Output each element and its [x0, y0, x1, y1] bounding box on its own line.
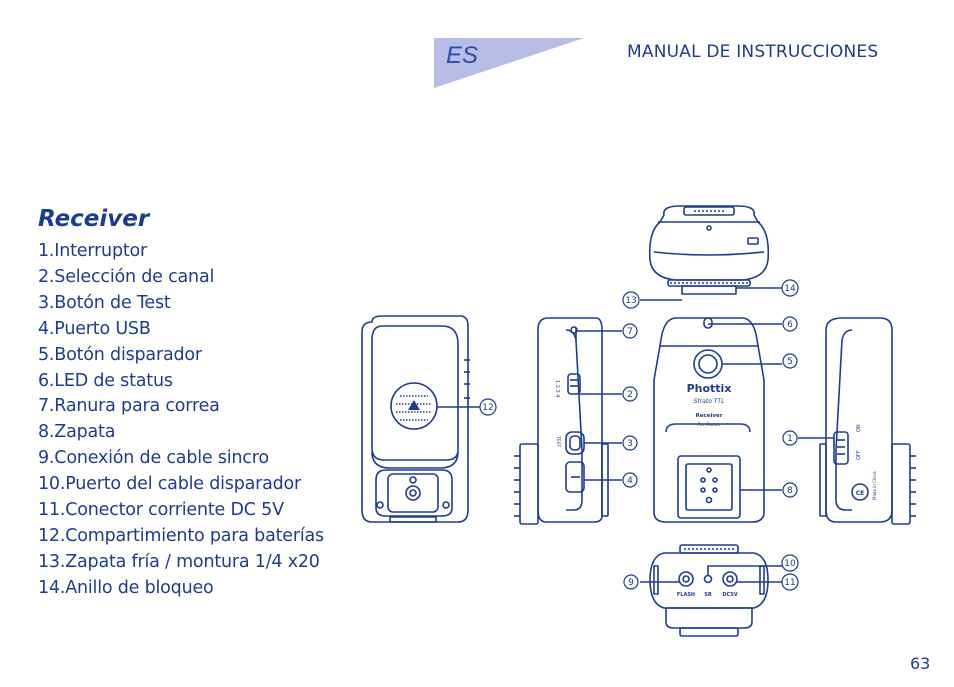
callout-11-label: 11: [784, 578, 795, 588]
callout-5-label: 5: [787, 357, 793, 367]
part-item: 11.Conector corriente DC 5V: [38, 500, 284, 521]
part-item: 4.Puerto USB: [38, 318, 151, 339]
part-item: 5.Botón disparador: [38, 344, 202, 365]
callout-13: 13: [622, 291, 640, 309]
port-sr-label: SR: [704, 592, 712, 598]
manual-title: MANUAL DE INSTRUCCIONES: [627, 42, 879, 62]
callout-9: 9: [623, 574, 639, 590]
part-item: 8.Zapata: [38, 422, 116, 443]
callout-14: 14: [781, 279, 799, 297]
ce-mark: CE: [856, 490, 865, 497]
callout-3-label: 3: [627, 439, 633, 449]
callout-5: 5: [782, 353, 798, 369]
callout-8: 8: [782, 482, 798, 498]
device-brand: Phottix: [687, 382, 732, 395]
callout-9-label: 9: [628, 578, 634, 588]
callout-2-label: 2: [627, 390, 633, 400]
callout-2: 2: [622, 386, 638, 402]
callout-3: 3: [622, 435, 638, 451]
device-printing: Phottix Strato TTL Receiver For Canon 1 …: [554, 380, 877, 598]
device-type-label: Receiver: [696, 413, 723, 419]
bottom-view: [640, 544, 782, 637]
callout-1-label: 1: [787, 434, 793, 444]
callout-6: 6: [782, 316, 798, 332]
part-item: 14.Anillo de bloqueo: [38, 577, 214, 598]
part-item: 12.Compartimiento para baterías: [38, 525, 324, 546]
callout-4-label: 4: [627, 476, 633, 486]
part-item: 10.Puerto del cable disparador: [38, 474, 302, 495]
callout-1: 1: [782, 430, 798, 446]
callout-13-label: 13: [625, 296, 636, 306]
callout-14-label: 14: [784, 284, 796, 294]
switch-off-label: OFF: [856, 450, 862, 460]
port-dc-label: DC5V: [722, 592, 737, 598]
part-item: 6.LED de status: [38, 370, 173, 391]
language-tab: ES: [434, 38, 584, 88]
device-mount-label: For Canon: [698, 422, 721, 428]
parts-list: 1.Interruptor 2.Selección de canal 3.Bot…: [38, 239, 324, 602]
callout-10-label: 10: [784, 559, 796, 569]
part-item: 3.Botón de Test: [38, 292, 171, 313]
back-view: [361, 315, 480, 523]
callouts: 1 2 3 4 5 6 7 8 9 10 11 12 13 14: [479, 279, 799, 591]
page-number: 63: [910, 654, 931, 673]
callout-10: 10: [781, 554, 799, 572]
callout-12-label: 12: [482, 403, 493, 413]
part-item: 1.Interruptor: [38, 241, 148, 261]
part-item: 7.Ranura para correa: [38, 396, 220, 417]
callout-6-label: 6: [787, 320, 793, 330]
callout-7: 7: [622, 323, 638, 339]
left-side-view: [514, 317, 622, 525]
language-code: ES: [446, 42, 479, 69]
top-view: [640, 205, 782, 301]
callout-12: 12: [479, 398, 497, 416]
front-view: [653, 317, 782, 523]
language-tab-shape: [434, 38, 584, 88]
device-model: Strato TTL: [694, 398, 725, 405]
part-item: 9.Conexión de cable sincro: [38, 448, 269, 469]
test-label: TEST: [555, 435, 561, 447]
port-flash-label: FLASH: [677, 592, 695, 598]
right-side-view: [798, 317, 916, 525]
section-title: Receiver: [38, 206, 150, 232]
callout-8-label: 8: [787, 486, 793, 496]
channel-digits: 1 2 3 4: [554, 380, 560, 398]
made-in-label: Made in China: [872, 471, 877, 500]
switch-on-label: ON: [856, 424, 862, 432]
callout-4: 4: [622, 472, 638, 488]
part-item: 2.Selección de canal: [38, 266, 215, 287]
part-item: 13.Zapata fría / montura 1/4 x20: [38, 551, 320, 572]
callout-11: 11: [781, 573, 799, 591]
callout-7-label: 7: [627, 327, 633, 337]
